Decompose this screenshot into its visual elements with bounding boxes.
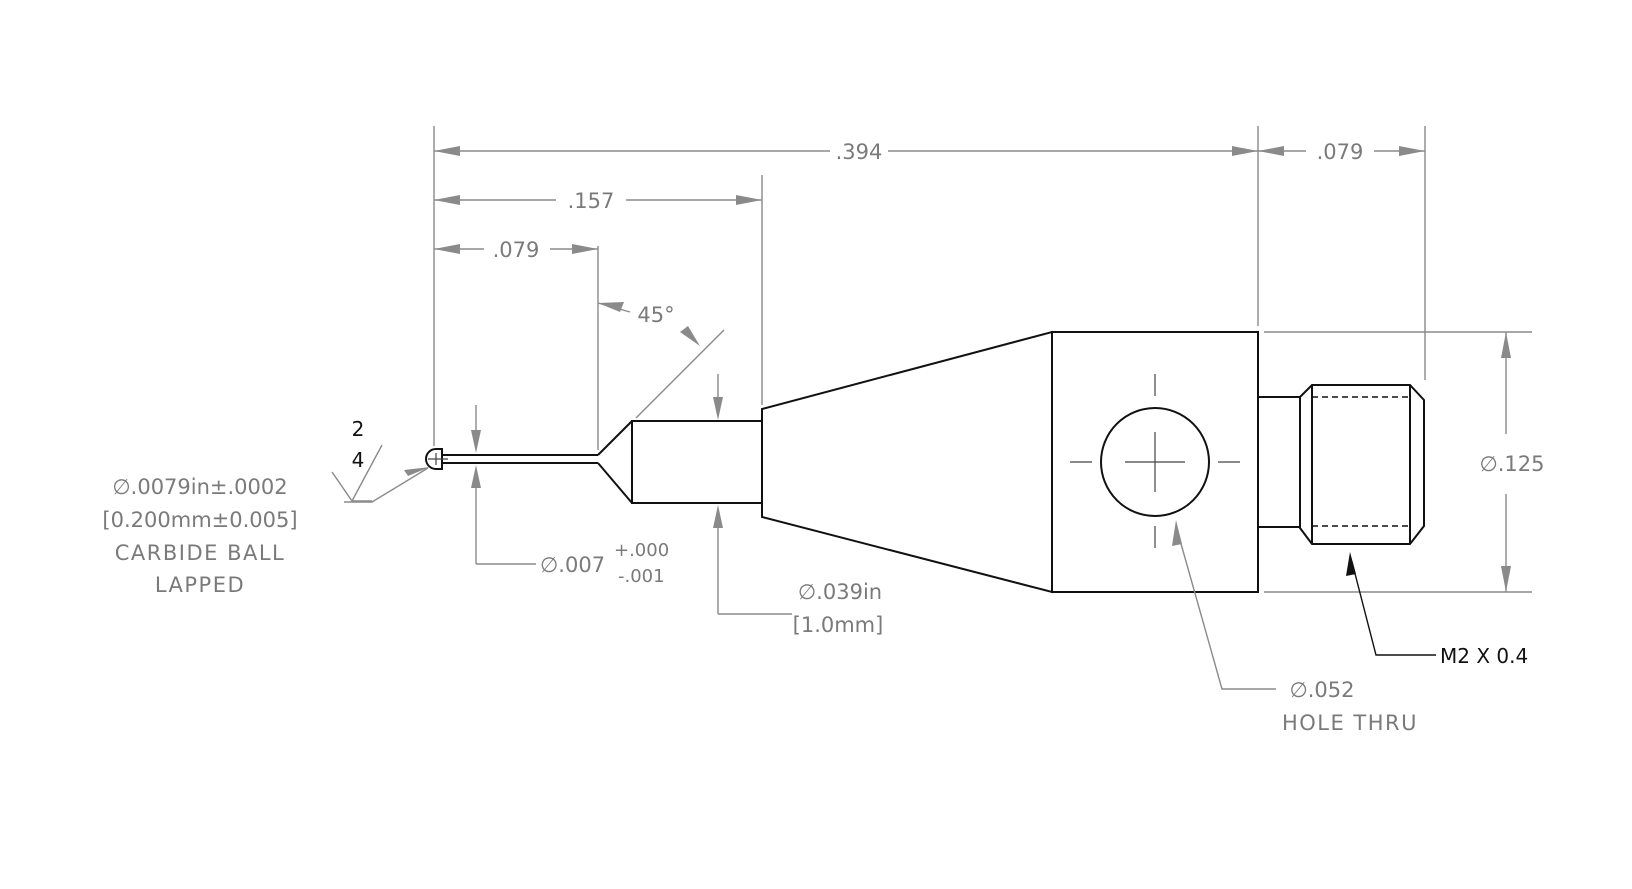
main-cone (761, 330, 1053, 594)
center-marks (428, 374, 1240, 548)
shank-body (631, 420, 763, 504)
ruby-ball-tip (425, 448, 443, 470)
dim-body-diameter: ∅.125 (1479, 452, 1544, 476)
dimension-overall-length: .394 (434, 140, 1258, 164)
stem-cone-bottom (597, 462, 633, 504)
thread-callout-group: M2 X 0.4 (1346, 552, 1528, 668)
ball-note-material: CARBIDE BALL (115, 541, 286, 565)
dim-length-to-shoulder: .079 (493, 238, 540, 262)
dimension-thread-length: .079 (1258, 140, 1425, 164)
stylus-part-outline (425, 330, 1425, 594)
stem-tolerance-minus: -.001 (618, 566, 665, 587)
ball-note-finish: LAPPED (155, 573, 245, 597)
shank-diameter-metric: [1.0mm] (793, 613, 884, 637)
hole-note-diameter: ∅.052 (1289, 678, 1354, 702)
stem-diameter-group: ∅.007 +.000 -.001 (471, 405, 669, 587)
ball-note-group: ∅.0079in±.0002 [0.200mm±0.005] CARBIDE B… (102, 467, 430, 597)
dimension-length-to-shoulder: .079 (434, 238, 598, 262)
thread-callout-label: M2 X 0.4 (1440, 644, 1528, 668)
dim-thread-length: .079 (1317, 140, 1364, 164)
cross-hole (1100, 407, 1210, 517)
extension-lines (433, 126, 1532, 593)
ball-note-metric: [0.200mm±0.005] (102, 508, 297, 532)
thread-section (1299, 384, 1425, 545)
thread-neck (1257, 396, 1301, 528)
surface-finish-top: 2 (352, 417, 365, 441)
stem-cone-top (597, 420, 633, 456)
surface-finish-symbol: 2 4 (331, 417, 383, 503)
ball-note-diameter: ∅.0079in±.0002 (112, 475, 287, 499)
surface-finish-bottom: 4 (352, 448, 365, 472)
dim-length-to-cone: .157 (568, 189, 615, 213)
shank-diameter-group: ∅.039in [1.0mm] (713, 374, 883, 637)
hole-note-thru: HOLE THRU (1282, 711, 1418, 735)
shank-diameter-imperial: ∅.039in (798, 580, 882, 604)
hole-note-group: ∅.052 HOLE THRU (1172, 520, 1418, 735)
dimension-length-to-cone: .157 (434, 189, 762, 213)
stem-tolerance-plus: +.000 (614, 540, 669, 561)
dim-chamfer-angle: 45° (637, 303, 674, 327)
dimension-chamfer-angle: 45° (597, 302, 725, 419)
dim-overall-length: .394 (836, 140, 883, 164)
stem-diameter-value: ∅.007 (540, 553, 605, 577)
dimension-body-diameter: ∅.125 (1479, 332, 1545, 592)
